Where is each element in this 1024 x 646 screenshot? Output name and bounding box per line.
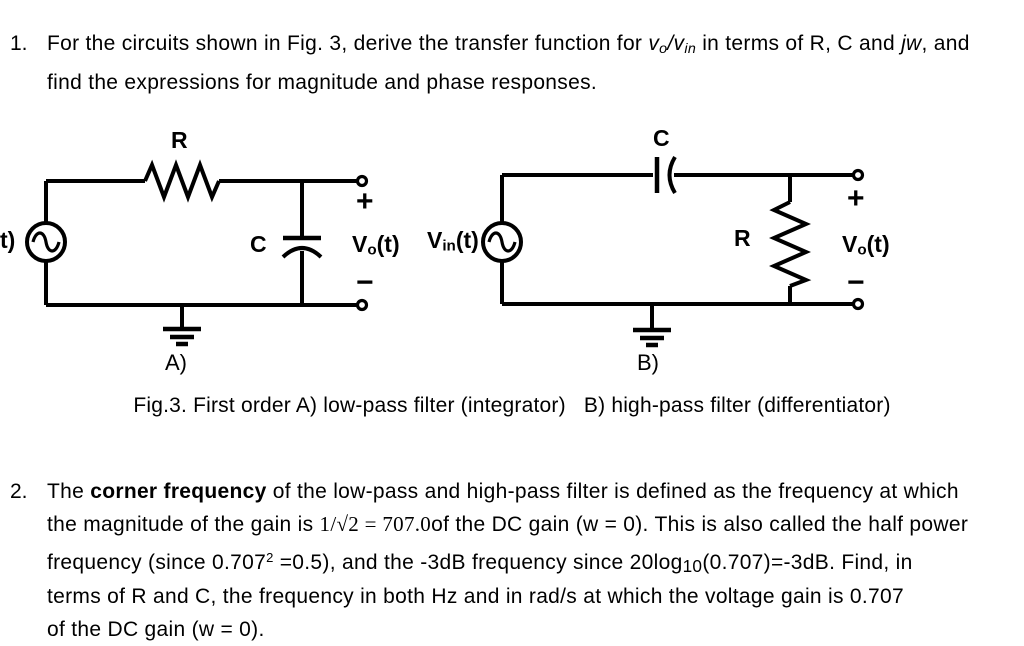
ac-source-icon (481, 221, 523, 263)
circuit-b-minus-sign: − (847, 266, 865, 299)
problem1-line1: For the circuits shown in Fig. 3, derive… (47, 32, 970, 58)
circuit-b-diagram (481, 155, 865, 348)
circuit-b-resistor-label: R (734, 225, 751, 251)
figure-caption: Fig.3. First order A) low-pass filter (i… (133, 394, 891, 417)
ground-icon (633, 304, 671, 348)
terminal-icon (851, 168, 865, 311)
circuit-b-output-label: Vo(t) (842, 231, 890, 259)
problem1-text: For the circuits shown in Fig. 3, derive… (47, 27, 970, 99)
circuit-a-output-label: Vo(t) (352, 231, 400, 259)
circuit-b-capacitor-label: C (653, 125, 670, 151)
resistor-icon (143, 159, 221, 203)
problem2-number: 2. (10, 480, 28, 503)
problem2-line5: of the DC gain (w = 0). (47, 618, 265, 642)
problem1-line2: find the expressions for magnitude and p… (47, 71, 597, 95)
capacitor-icon (281, 181, 323, 305)
problem2-line1: The corner frequency of the low-pass and… (47, 480, 959, 503)
problem2-line4: terms of R and C, the frequency in both … (47, 585, 904, 609)
problem2-line3: frequency (since 0.7072 =0.5), and the -… (47, 550, 913, 577)
circuit-a-resistor-label: R (171, 127, 188, 153)
circuit-a-wires (44, 179, 357, 307)
ac-source-icon (25, 221, 67, 263)
circuit-a-plus-sign: + (356, 185, 374, 218)
terminal-icon (355, 174, 369, 312)
circuit-b-sublabel: B) (637, 350, 659, 375)
problem2-line2: the magnitude of the gain is 1/√2 = 707.… (47, 512, 969, 536)
circuit-b-input-label: Vin(t) (427, 227, 479, 255)
resistor-icon (769, 175, 812, 304)
circuit-a-diagram (25, 159, 369, 347)
circuit-b-plus-sign: + (847, 182, 865, 215)
circuit-a-source-label: t) (0, 227, 16, 253)
document-page: { "colors": { "ink": "#000000", "backgro… (0, 27, 970, 642)
capacitor-icon (654, 155, 677, 195)
problem2-text: The corner frequency of the low-pass and… (47, 475, 968, 646)
circuit-a-capacitor-label: C (250, 231, 267, 257)
circuit-b-wires (500, 173, 853, 306)
problem1-number: 1. (10, 32, 28, 55)
circuit-a-minus-sign: − (356, 266, 374, 299)
ground-icon (163, 305, 201, 347)
circuit-a-sublabel: A) (165, 350, 187, 375)
